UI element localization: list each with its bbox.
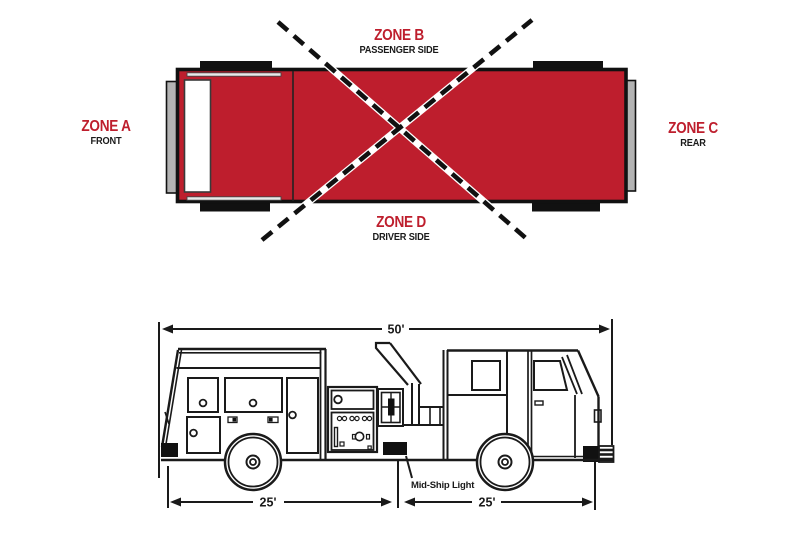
front-wheel	[475, 432, 535, 492]
arrow-right-icon	[599, 324, 610, 334]
zone-d-label: ZONE D DRIVER SIDE	[341, 214, 461, 243]
zone-b-title: ZONE B	[374, 27, 424, 44]
midship-light	[383, 442, 407, 455]
rear-body	[160, 347, 327, 459]
zone-a-subtitle: FRONT	[90, 135, 122, 147]
arrow-right-icon	[582, 497, 593, 507]
zone-d-subtitle: DRIVER SIDE	[372, 231, 430, 243]
zone-c-title: ZONE C	[668, 120, 718, 137]
pump-panel	[326, 385, 379, 454]
compartment-door	[186, 416, 221, 454]
midship-light-label: Mid-Ship Light	[411, 480, 475, 491]
midship-structures	[374, 341, 443, 455]
midship-light-callout: Mid-Ship Light	[405, 455, 475, 491]
front-left-tire	[200, 61, 272, 70]
zone-a-title: ZONE A	[81, 118, 131, 135]
pump-lever	[333, 426, 339, 448]
marker-light	[593, 409, 602, 423]
cab-windshield	[183, 79, 212, 193]
pump-valve	[354, 431, 365, 442]
truck-body-top	[175, 67, 628, 204]
chassis-bottom	[161, 455, 613, 462]
rear-right-tire	[532, 202, 600, 212]
dimension-rear-25ft: 25'	[167, 460, 399, 510]
door-handle	[198, 398, 208, 408]
door-handle	[248, 398, 258, 408]
compartment-door	[224, 377, 283, 413]
arrow-left-icon	[404, 497, 415, 507]
exhaust-duct	[374, 341, 409, 386]
arrow-right-icon	[381, 497, 392, 507]
compartment-door	[187, 377, 219, 413]
zone-divider-x	[259, 17, 535, 243]
zone-c-label: ZONE C REAR	[633, 120, 753, 149]
front-bumper-pad	[583, 446, 599, 462]
rear-wheel	[223, 432, 283, 492]
overall-length-text: 50'	[388, 323, 405, 337]
door-handle	[534, 400, 544, 406]
marker-light	[267, 416, 279, 424]
arrow-left-icon	[170, 497, 181, 507]
zone-c-subtitle: REAR	[680, 137, 706, 149]
dimension-50ft: 50'	[158, 319, 613, 478]
compartment-door	[286, 377, 319, 454]
marker-light	[227, 416, 238, 424]
truck-plan-view	[165, 17, 637, 243]
door-window	[533, 360, 569, 391]
rear-step-light	[161, 443, 178, 457]
rear-section-length-text: 25'	[260, 496, 277, 510]
arrow-left-icon	[162, 324, 173, 334]
rear-left-tire	[533, 61, 603, 70]
truck-side-view: 50'	[158, 319, 615, 510]
door-handle	[288, 410, 297, 420]
dimension-front-25ft: 25'	[404, 462, 596, 510]
zone-b-subtitle: PASSENGER SIDE	[359, 44, 439, 56]
right-running-strip	[186, 196, 282, 201]
zone-a-label: ZONE A FRONT	[46, 118, 166, 147]
door-handle	[189, 428, 198, 438]
intake-connection	[377, 388, 404, 427]
pump-gauge	[333, 394, 343, 405]
zone-b-label: ZONE B PASSENGER SIDE	[339, 27, 459, 56]
front-right-tire	[200, 202, 270, 212]
crew-window	[471, 360, 501, 391]
left-running-strip	[186, 72, 282, 77]
front-section-length-text: 25'	[479, 496, 496, 510]
zone-d-title: ZONE D	[376, 214, 426, 231]
